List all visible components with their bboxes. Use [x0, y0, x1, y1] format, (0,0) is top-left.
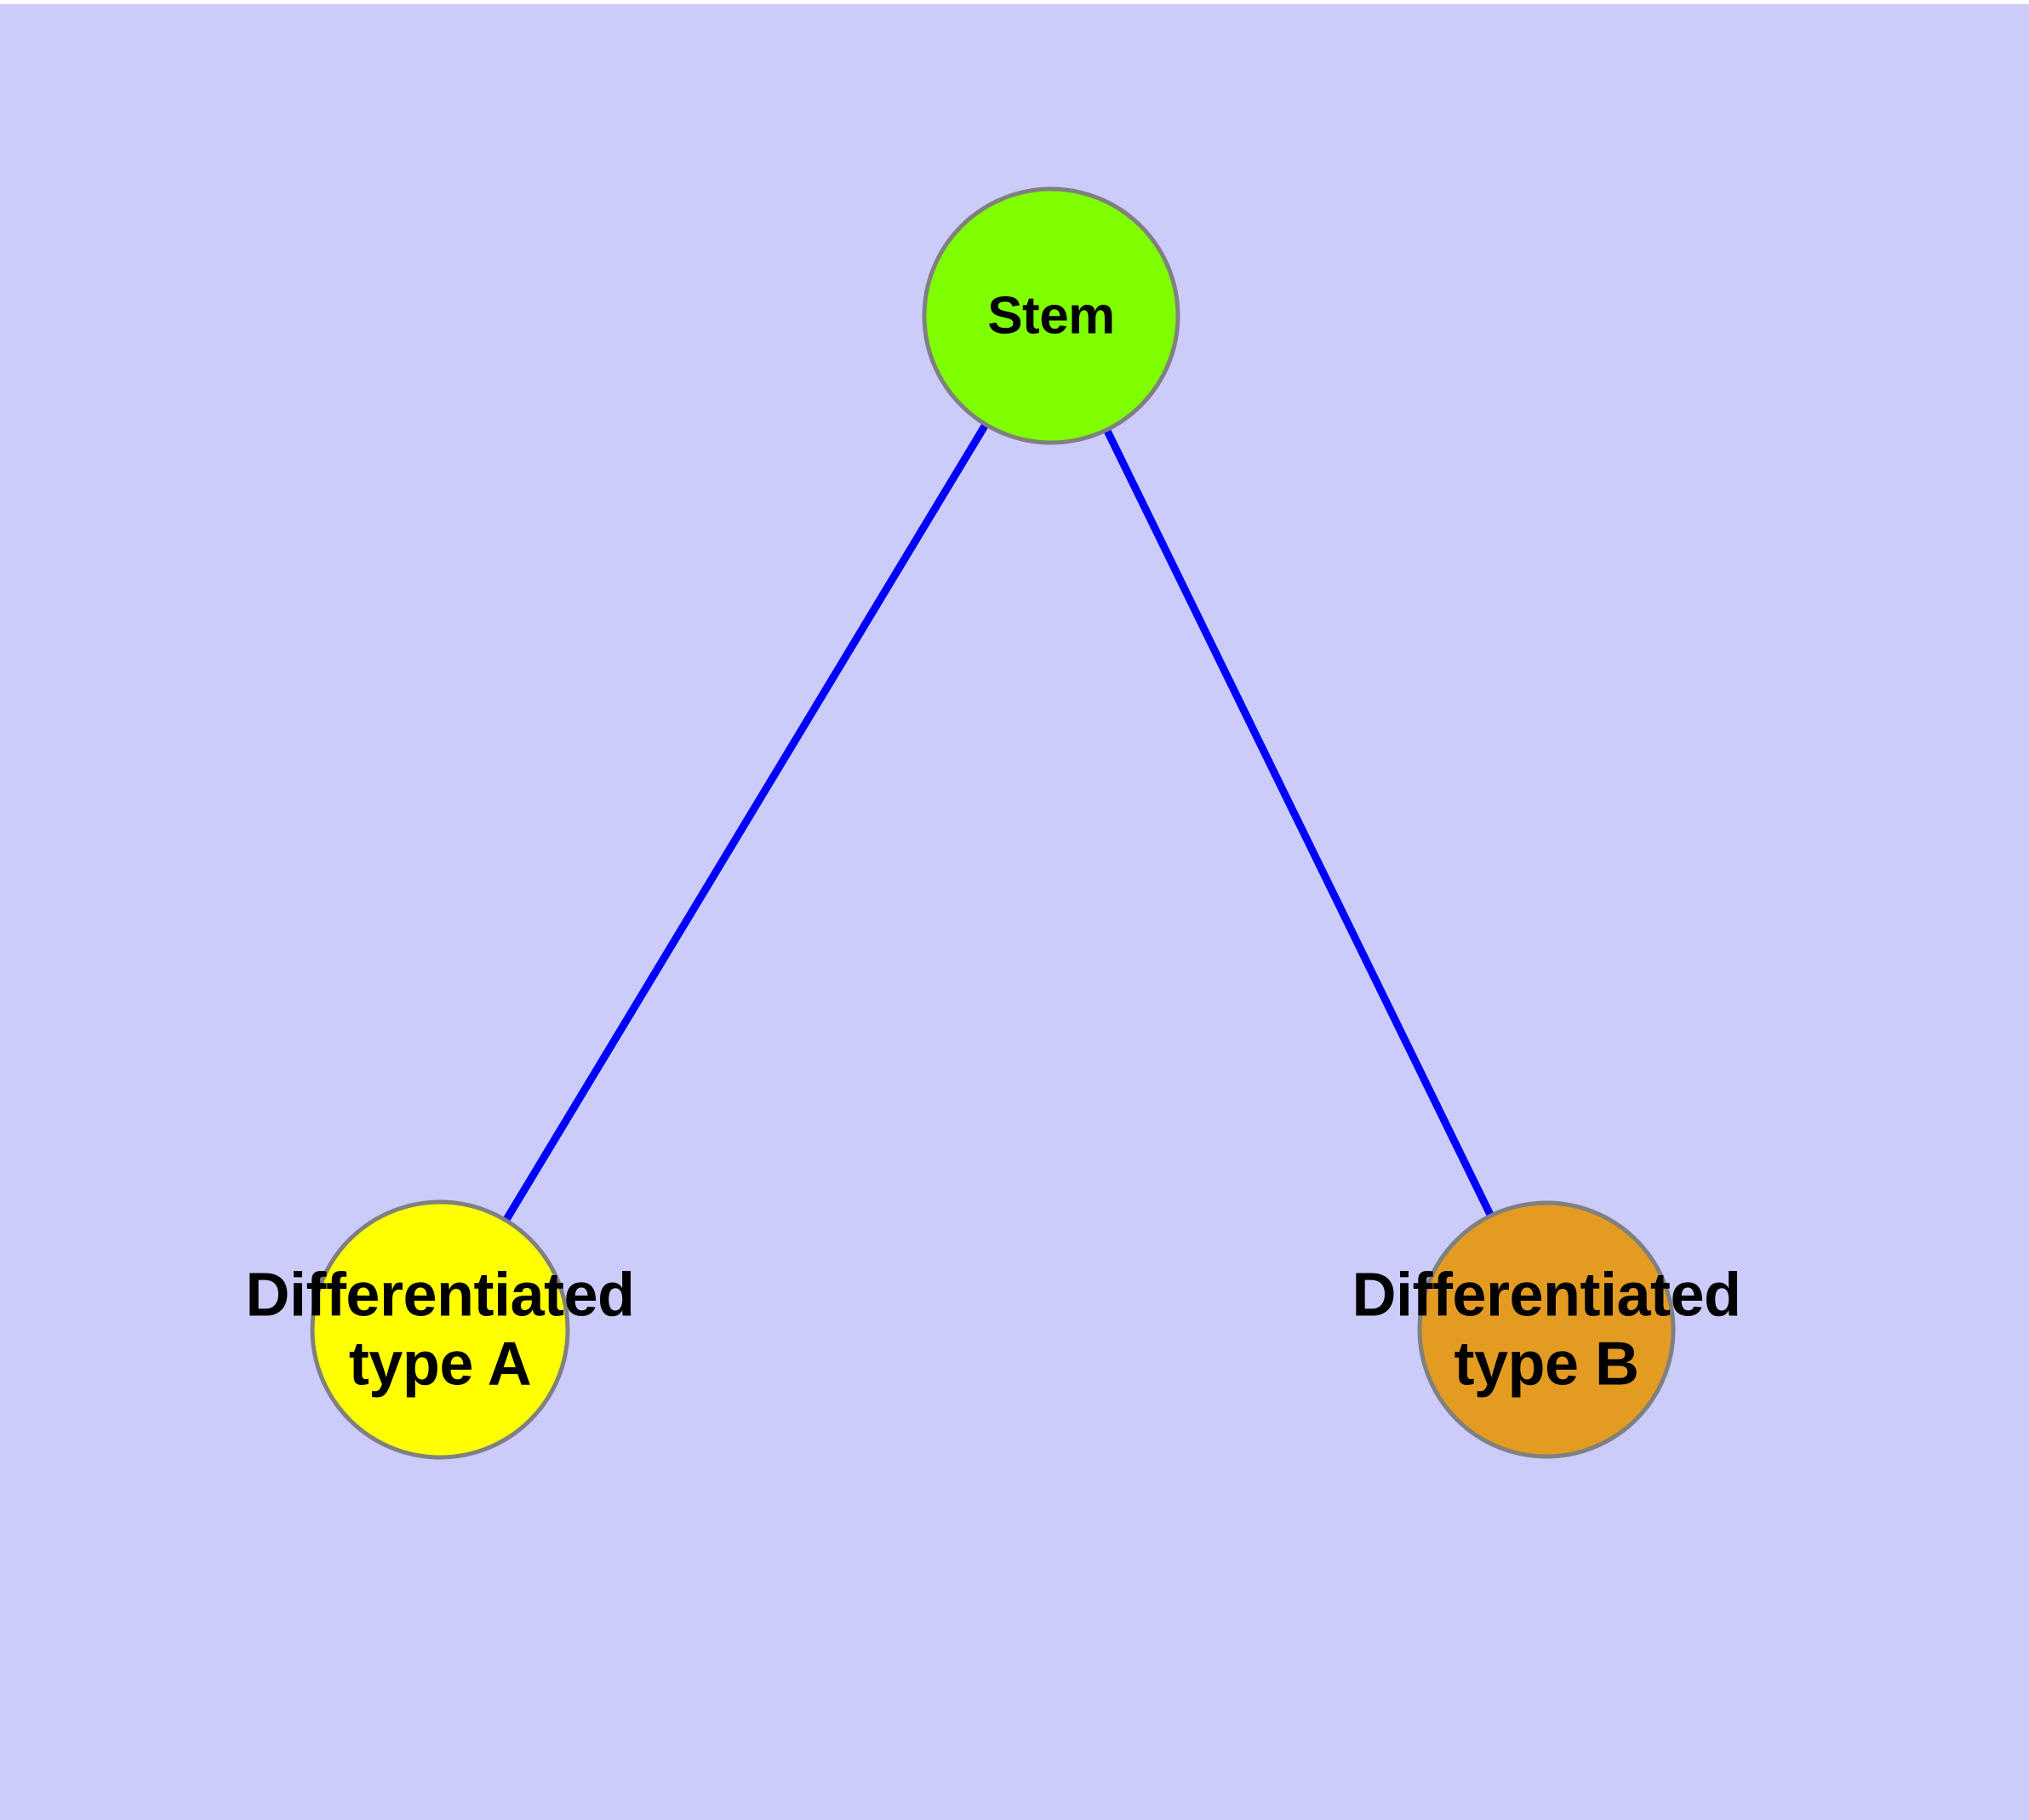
- graph-node-diff_b[interactable]: [1417, 1200, 1676, 1459]
- edge-layer: [436, 312, 1551, 1334]
- graph-edge[interactable]: [1047, 312, 1551, 1334]
- graph-edge[interactable]: [436, 312, 1055, 1334]
- graph-node-diff_a[interactable]: [310, 1199, 570, 1460]
- graph-node-stem[interactable]: [922, 186, 1180, 445]
- node-layer: [310, 186, 1676, 1460]
